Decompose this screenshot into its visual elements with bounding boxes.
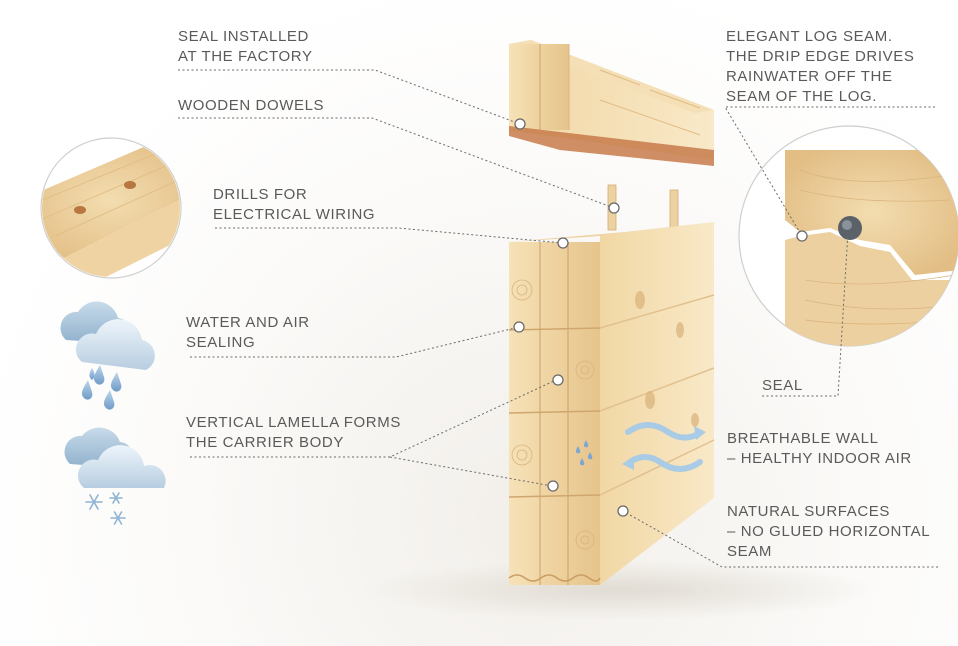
label-seal: SEAL [762,377,803,394]
airflow-arrows-icon [575,422,706,472]
main-wall [508,222,715,585]
leader-lines [178,69,938,568]
log-seam-detail-circle [738,125,958,347]
top-log [509,40,714,166]
label-seal-factory: SEAL INSTALLED AT THE FACTORY [178,28,313,65]
snow-cloud-icon [64,427,166,525]
label-natural-surfaces: NATURAL SURFACES – NO GLUED HORIZONTAL S… [727,503,931,560]
label-drills-wiring: DRILLS FOR ELECTRICAL WIRING [213,186,376,223]
drill-detail-circle [40,137,182,279]
label-vertical-lamella: VERTICAL LAMELLA FORMS THE CARRIER BODY [186,414,401,451]
label-water-air-sealing: WATER AND AIR SEALING [186,314,310,351]
label-log-seam: ELEGANT LOG SEAM. THE DRIP EDGE DRIVES R… [726,28,915,105]
label-breathable-wall: BREATHABLE WALL – HEALTHY INDOOR AIR [727,430,912,467]
rain-cloud-icon [60,301,155,410]
floor-shadow [360,560,880,620]
label-wooden-dowels: WOODEN DOWELS [178,97,325,114]
callout-dots [513,118,808,517]
